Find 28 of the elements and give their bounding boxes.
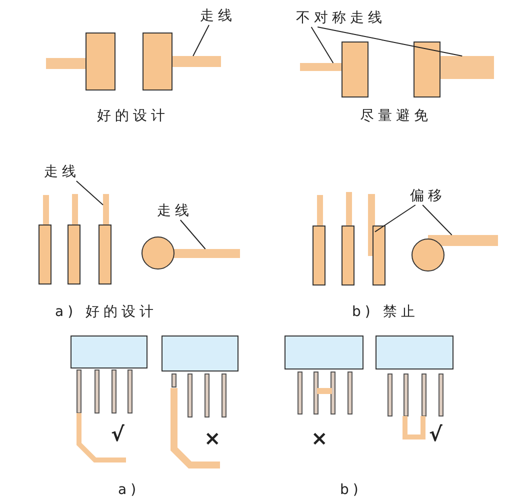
- caption: a): [118, 482, 140, 499]
- leader-line: [76, 180, 104, 206]
- trace: [172, 249, 240, 258]
- callout-label: 不对称走线: [296, 10, 386, 27]
- check-mark: √: [429, 423, 442, 445]
- callout-label: 走线: [200, 8, 236, 25]
- leader-line: [422, 204, 452, 236]
- callout-label: 走线: [44, 164, 80, 181]
- leader-line: [310, 26, 334, 64]
- leader-line: [374, 204, 416, 232]
- caption: 尽量避免: [360, 108, 432, 125]
- leader-line: [317, 26, 463, 56]
- callout-label: 走线: [157, 203, 193, 220]
- caption: b) 禁止: [352, 304, 419, 321]
- trace: [172, 56, 221, 67]
- cross-mark: ×: [204, 427, 221, 449]
- trace: [103, 194, 109, 225]
- caption: 好的设计: [97, 108, 169, 125]
- callout-label: 偏移: [410, 188, 446, 205]
- trace: [300, 63, 342, 71]
- trace: [440, 56, 494, 79]
- leader-line: [180, 220, 206, 250]
- leader-line: [192, 24, 210, 56]
- caption: b): [340, 482, 362, 499]
- cross-mark: ×: [311, 427, 328, 449]
- caption: a) 好的设计: [55, 304, 158, 321]
- check-mark: √: [111, 423, 124, 445]
- trace: [428, 235, 498, 246]
